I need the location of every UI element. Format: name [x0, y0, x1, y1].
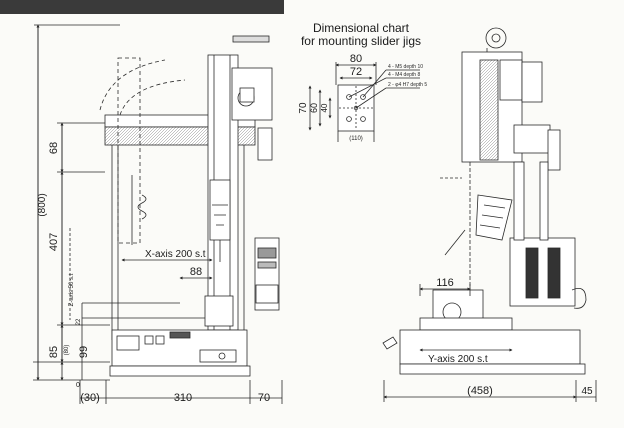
stroke-x-label: X-axis 200 s.t: [145, 249, 206, 260]
front-view: [33, 24, 283, 404]
stroke-z-label: Z-axis 50 s.t: [69, 273, 75, 306]
caption-line-2: for mounting slider jigs: [300, 34, 422, 48]
header-band: [0, 0, 284, 14]
dim-bottom-mark: 0: [76, 382, 80, 389]
dim-height-base: 85: [48, 346, 60, 358]
dim-height-top: 68: [48, 142, 60, 154]
front-dimension-arrows: [36, 24, 64, 381]
dim-base-right: 70: [258, 392, 270, 404]
jig-detail: [308, 62, 420, 142]
dim-height-total: (800): [37, 193, 48, 216]
jig-height-inner: 40: [320, 103, 329, 112]
dim-88: 88: [190, 266, 202, 278]
dim-height-small-left: (80): [64, 345, 70, 356]
side-dim-base-right: 45: [581, 386, 593, 397]
jig-height-outer: 70: [298, 102, 309, 114]
side-dim-116: 116: [436, 277, 454, 289]
side-dim-base-width: (458): [467, 385, 493, 397]
caption-line-1: Dimensional chart: [312, 21, 410, 35]
jig-hole-note-3: 2 - φ4 H7 depth 5: [388, 82, 427, 88]
dim-base-left: (30): [80, 392, 100, 404]
jig-bottom-note: (110): [349, 136, 363, 142]
jig-height-mid: 60: [309, 103, 319, 113]
dim-height-mid: 407: [48, 233, 60, 251]
dim-height-small-right: 22: [76, 318, 82, 325]
jig-chart-caption: Dimensional chart for mounting slider ji…: [286, 22, 436, 48]
jig-width-outer: 80: [350, 53, 362, 65]
dim-base-width: 310: [174, 392, 192, 404]
jig-width-inner: 72: [350, 66, 362, 78]
jig-hole-note-2: 4 - M4 depth 8: [388, 72, 420, 78]
dim-height-low: 99: [78, 346, 90, 358]
stroke-y-label: Y-axis 200 s.t: [428, 354, 488, 365]
side-view: [382, 27, 597, 402]
jig-hole-note-1: 4 - M5 depth 10: [388, 64, 423, 70]
